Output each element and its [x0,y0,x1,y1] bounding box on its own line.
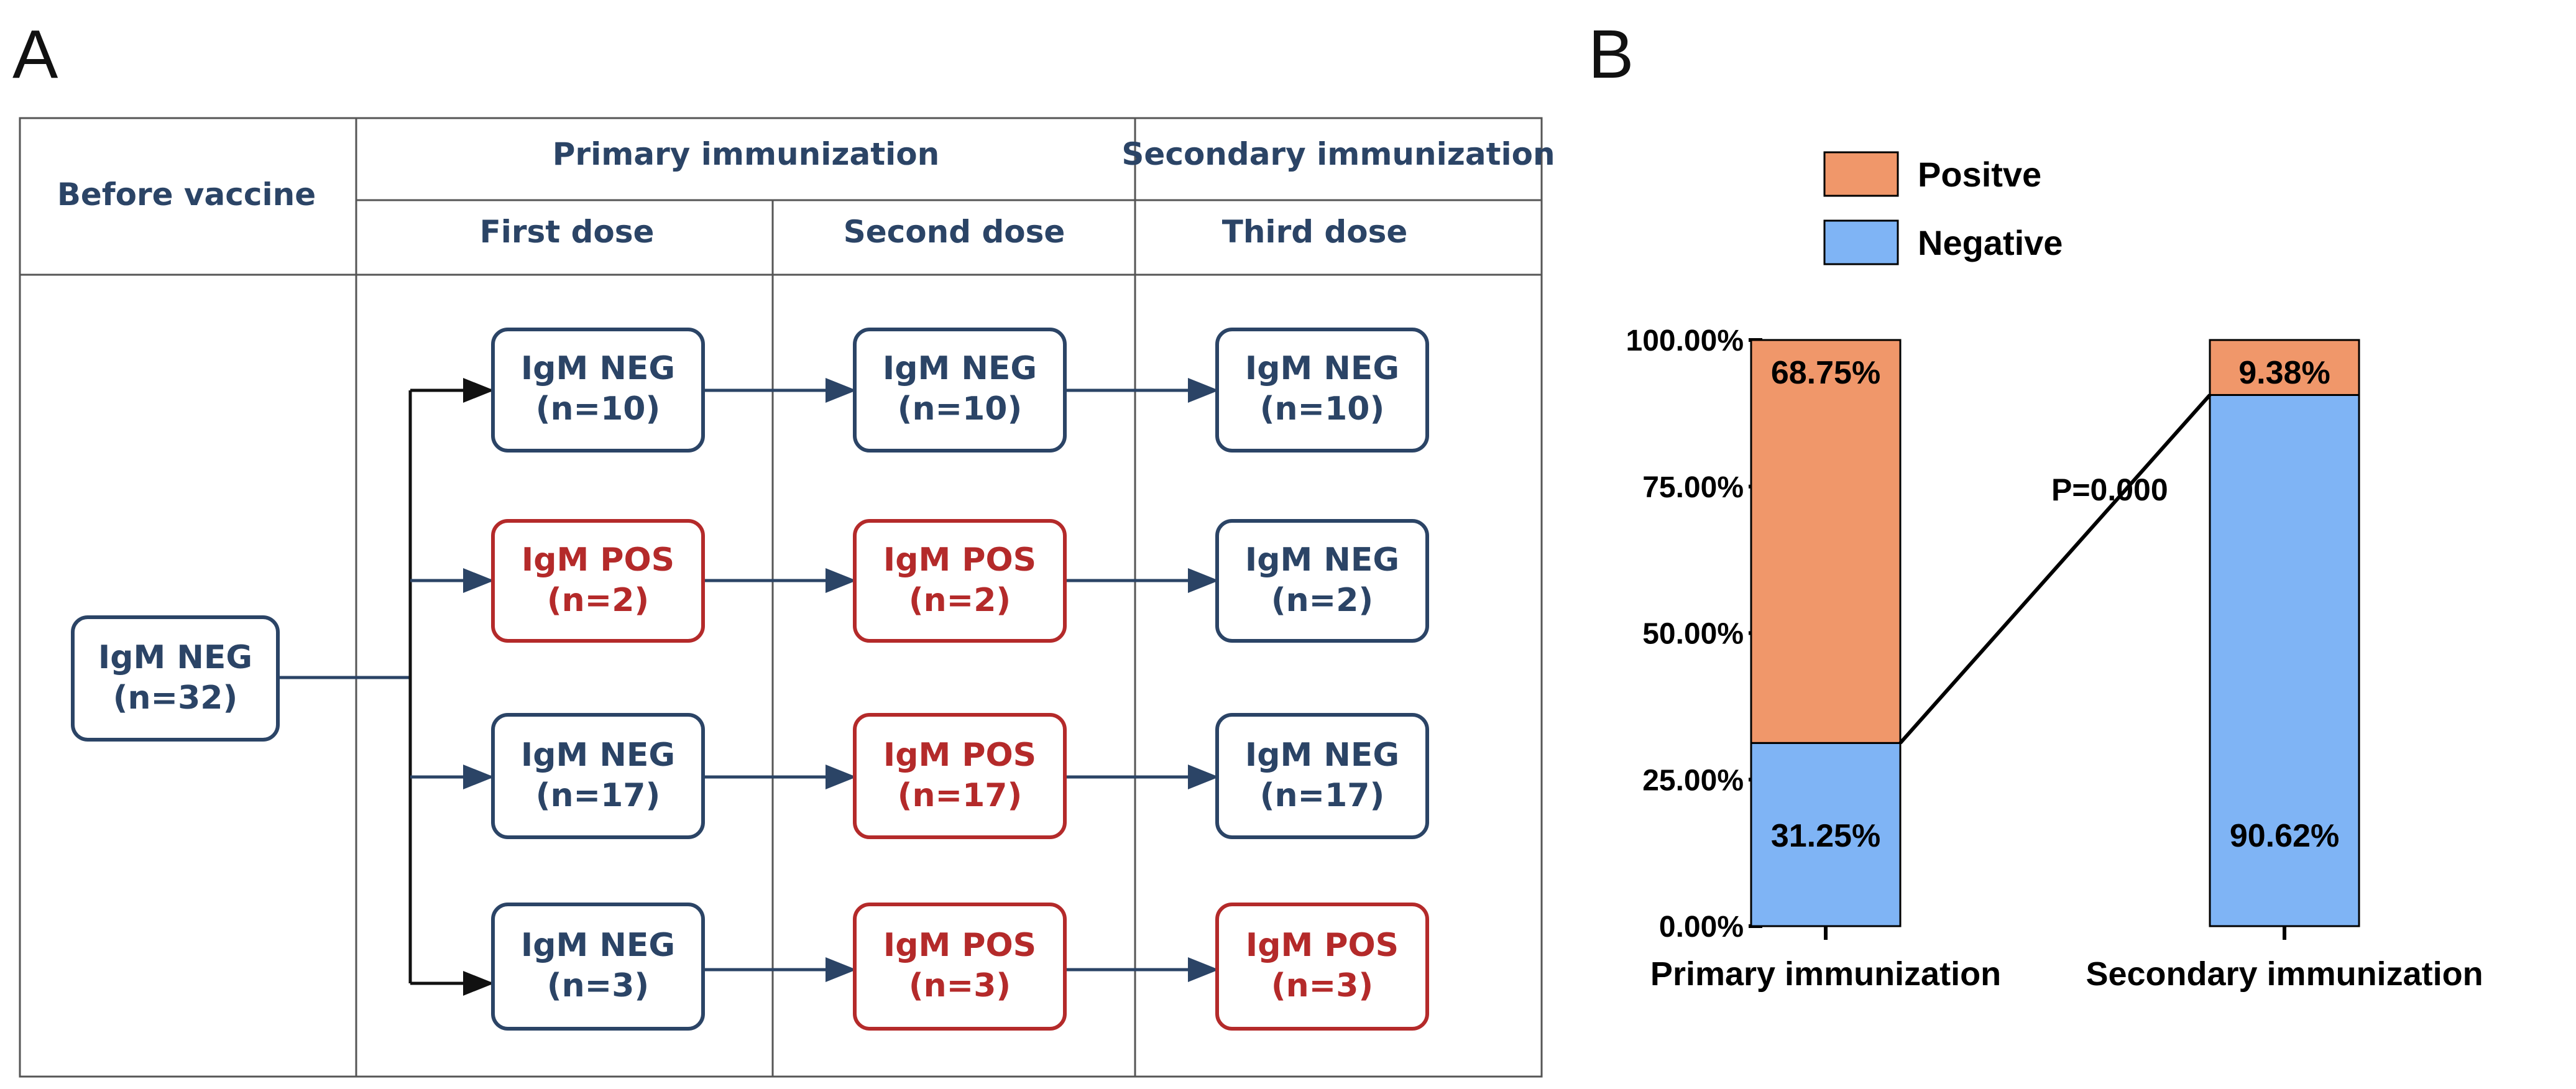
row2-second-dose-status: IgM POS [883,541,1036,579]
bar-positive-segment [2209,339,2360,396]
start-box: IgM NEG (n=32) [71,615,280,742]
row1-third-dose-box: IgM NEG (n=10) [1215,328,1429,453]
header-second-dose: Second dose [844,214,1065,250]
row2-third-dose-status: IgM NEG [1245,541,1399,579]
row2-second-dose-count: (n=2) [909,582,1011,619]
bar-negative-label: 90.62% [2230,818,2339,854]
legend-swatch-negative [1823,219,1899,265]
flow-connectors [278,378,1219,996]
row4-third-dose-count: (n=3) [1271,967,1373,1004]
row1-second-dose-box: IgM NEG (n=10) [853,328,1067,453]
row2-third-dose-count: (n=2) [1271,582,1373,619]
row4-second-dose-status: IgM POS [883,927,1036,964]
panel-b: B Positve Negative 0.00% 25.00% 50.00% 75.0… [1588,16,2483,993]
row3-third-dose-box: IgM NEG (n=17) [1215,713,1429,839]
row3-second-dose-count: (n=17) [898,777,1022,814]
y-tick-label: 50.00% [1642,618,1744,651]
x-category-label: Secondary immunization [2086,955,2483,993]
chart-legend: Positve Negative [1823,151,2063,265]
row2-first-dose-box: IgM POS (n=2) [491,519,705,643]
table-outer-border [19,117,1543,1078]
header-secondary-immunization: Secondary immunization [1121,136,1555,172]
panel-b-letter: B [1588,16,1634,93]
bar-negative-segment [1750,742,1902,927]
row1-third-dose-count: (n=10) [1260,390,1384,428]
bar-positive-label: 9.38% [2238,355,2330,391]
flow-rows: IgM NEG (n=10) IgM NEG (n=10) IgM NEG (n… [491,328,1429,1031]
panel-a-letter: A [12,16,58,93]
y-tick-label: 25.00% [1642,764,1744,797]
row4-second-dose-count: (n=3) [909,967,1011,1004]
row3-second-dose-status: IgM POS [883,737,1036,774]
start-box-count: (n=32) [113,679,237,717]
x-axis-categories: Primary immunization Secondary immunizati… [1650,955,2483,993]
row4-first-dose-count: (n=3) [547,967,649,1004]
row3-third-dose-status: IgM NEG [1245,737,1399,774]
row4-first-dose-box: IgM NEG (n=3) [491,903,705,1031]
row3-third-dose-count: (n=17) [1260,777,1384,814]
row3-second-dose-box: IgM POS (n=17) [853,713,1067,839]
legend-label-negative: Negative [1918,223,2063,262]
row4-first-dose-status: IgM NEG [521,927,675,964]
row1-third-dose-status: IgM NEG [1245,350,1399,387]
header-third-dose: Third dose [1222,214,1408,250]
bar-positive-segment [1750,339,1902,744]
flow-table-frame [19,117,1543,1078]
start-box-status: IgM NEG [98,639,252,676]
y-tick-label: 75.00% [1642,471,1744,504]
header-before-vaccine: Before vaccine [57,177,316,213]
row3-first-dose-status: IgM NEG [521,737,675,774]
row4-third-dose-status: IgM POS [1246,927,1399,964]
y-tick-label: 100.00% [1626,324,1744,357]
row1-second-dose-count: (n=10) [898,390,1022,428]
row1-second-dose-status: IgM NEG [883,350,1037,387]
row1-first-dose-box: IgM NEG (n=10) [491,328,705,453]
bar-positive-label: 68.75% [1771,355,1880,391]
p-value-annotation: P=0.000 [2051,472,2168,507]
significance-connector-line [1898,393,2212,745]
row2-second-dose-box: IgM POS (n=2) [853,519,1067,643]
row3-first-dose-count: (n=17) [536,777,660,814]
row2-third-dose-box: IgM NEG (n=2) [1215,519,1429,643]
panel-a: A Before vaccine Primary immunization Se… [12,16,1555,1078]
row4-third-dose-box: IgM POS (n=3) [1215,903,1429,1031]
chart-bars: 68.75% 31.25% 9.38% 90.62% [1750,339,2360,940]
row4-second-dose-box: IgM POS (n=3) [853,903,1067,1031]
row1-first-dose-status: IgM NEG [521,350,675,387]
legend-label-positve: Positve [1918,155,2041,194]
row3-first-dose-box: IgM NEG (n=17) [491,713,705,839]
y-tick-label: 0.00% [1659,911,1744,944]
row2-first-dose-status: IgM POS [522,541,674,579]
x-category-label: Primary immunization [1650,955,2001,993]
y-axis-ticks: 0.00% 25.00% 50.00% 75.00% 100.00% [1626,324,1762,944]
header-first-dose: First dose [480,214,655,250]
legend-swatch-positve [1823,151,1899,197]
bar-negative-label: 31.25% [1771,818,1880,854]
header-primary-immunization: Primary immunization [553,136,939,172]
row1-first-dose-count: (n=10) [536,390,660,428]
row2-first-dose-count: (n=2) [547,582,649,619]
y-axis: 0.00% 25.00% 50.00% 75.00% 100.00% [1626,324,1765,944]
